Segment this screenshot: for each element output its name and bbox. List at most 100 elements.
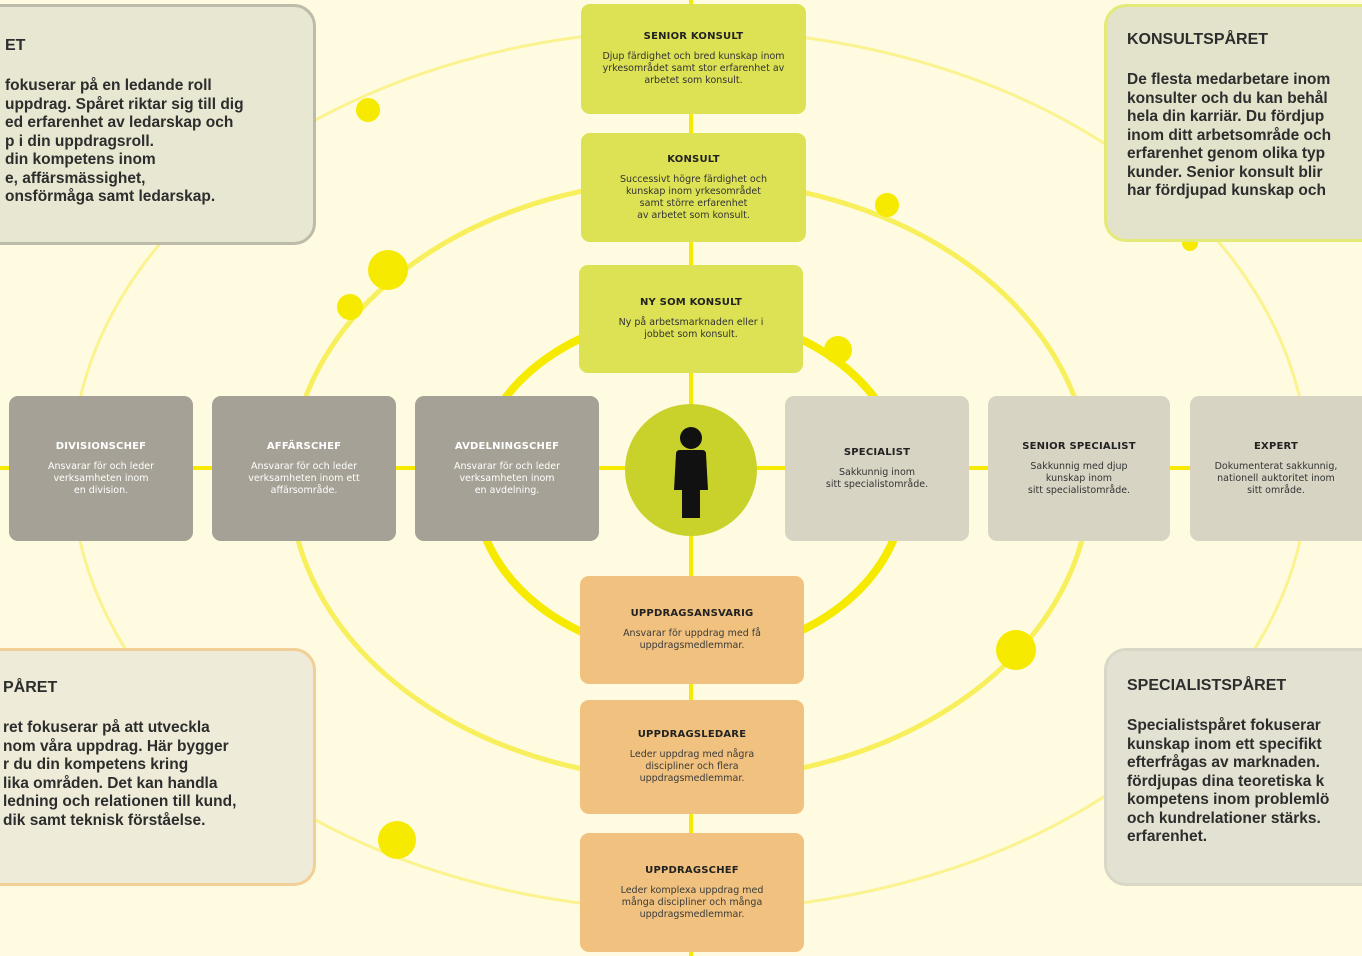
node-affarschef: AFFÄRSCHEF Ansvarar för och leder verksa… bbox=[212, 396, 396, 541]
info-box-line: lika områden. Det kan handla bbox=[3, 774, 218, 792]
node-title: UPPDRAGSLEDARE bbox=[637, 729, 747, 740]
info-box-specialist-track: SPECIALISTSPÅRET Specialistspåret fokuse… bbox=[1104, 648, 1362, 886]
info-box-line: kunder. Senior konsult blir bbox=[1127, 163, 1323, 181]
info-box-line: ledning och relationen till kund, bbox=[3, 793, 237, 810]
info-box-line: din kompetens inom bbox=[5, 151, 156, 168]
node-line: Ansvarar för och leder bbox=[454, 460, 560, 472]
info-box-assignment-track: PÅRET ret fokuserar på att utveckla nom … bbox=[0, 648, 316, 886]
node-line: en division. bbox=[73, 484, 129, 496]
info-box-line: inom ditt arbetsområde och bbox=[1127, 126, 1332, 144]
info-box-line: ret fokuserar på att utveckla bbox=[3, 719, 210, 736]
info-box-title: SPECIALISTSPÅRET bbox=[1127, 677, 1287, 694]
node-line: sitt specialistområde. bbox=[1027, 484, 1131, 496]
node-avdelningschef: AVDELNINGSCHEF Ansvarar för och leder ve… bbox=[415, 396, 599, 541]
node-uppdragsledare: UPPDRAGSLEDARE Leder uppdrag med några d… bbox=[580, 700, 804, 814]
node-line: Leder uppdrag med några bbox=[629, 749, 755, 760]
node-title: EXPERT bbox=[1254, 440, 1298, 452]
info-box-line: och kundrelationer stärks. bbox=[1127, 809, 1321, 827]
person-icon bbox=[674, 427, 708, 518]
node-line: Leder komplexa uppdrag med bbox=[620, 884, 764, 896]
node-konsult: KONSULT Successivt högre färdighet och k… bbox=[581, 133, 806, 242]
node-title: UPPDRAGSCHEF bbox=[645, 864, 739, 876]
orbit-dot bbox=[996, 630, 1036, 670]
info-box-line: efterfrågas av marknaden. bbox=[1127, 754, 1320, 771]
info-box-line: p i din uppdragsroll. bbox=[5, 132, 154, 150]
node-uppdragschef: UPPDRAGSCHEF Leder komplexa uppdrag med … bbox=[580, 833, 804, 952]
node-title: KONSULT bbox=[667, 153, 720, 165]
node-title: UPPDRAGSANSVARIG bbox=[630, 608, 754, 619]
orbit-dot bbox=[337, 294, 363, 320]
info-box-line: dik samt teknisk förståelse. bbox=[3, 811, 206, 829]
node-title: SENIOR KONSULT bbox=[643, 31, 744, 42]
info-box-line: fördjupas dina teoretiska k bbox=[1127, 772, 1325, 790]
info-box-consultant-track: KONSULTSPÅRET De flesta medarbetare inom… bbox=[1104, 4, 1362, 242]
orbit-dot bbox=[875, 193, 899, 217]
node-line: sitt område. bbox=[1247, 484, 1305, 496]
node-line: Successivt högre färdighet och bbox=[620, 173, 767, 185]
info-box-title: KONSULTSPÅRET bbox=[1127, 31, 1269, 48]
node-title: DIVISIONSCHEF bbox=[55, 440, 147, 452]
node-title: AFFÄRSCHEF bbox=[266, 440, 342, 452]
info-box-line: De flesta medarbetare inom bbox=[1127, 71, 1331, 88]
node-line: samt större erfarenhet bbox=[639, 197, 748, 209]
node-senior-specialist: SENIOR SPECIALIST Sakkunnig med djup kun… bbox=[988, 396, 1170, 541]
info-box-line: uppdrag. Spåret riktar sig till dig bbox=[5, 95, 244, 113]
node-title: AVDELNINGSCHEF bbox=[454, 440, 560, 452]
info-box-management-track: ET fokuserar på en ledande roll uppdrag.… bbox=[0, 4, 316, 245]
info-box-line: kompetens inom problemlö bbox=[1127, 791, 1330, 808]
orbit-dot bbox=[356, 98, 380, 122]
info-box-line: kunskap inom ett specifikt bbox=[1127, 735, 1322, 753]
node-senior-konsult: SENIOR KONSULT Djup färdighet och bred k… bbox=[581, 4, 806, 114]
node-divisionschef: DIVISIONSCHEF Ansvarar för och leder ver… bbox=[9, 396, 193, 541]
node-line: verksamheten inom bbox=[459, 472, 555, 484]
info-box-line: har fördjupad kunskap och bbox=[1127, 182, 1326, 199]
node-line: uppdragsmedlemmar. bbox=[639, 640, 745, 651]
node-line: många discipliner och många bbox=[621, 896, 763, 908]
orbit-dot bbox=[824, 336, 852, 364]
node-line: Ansvarar för uppdrag med få bbox=[623, 628, 761, 639]
info-box-line: e, affärsmässighet, bbox=[5, 169, 146, 187]
node-line: affärsområde. bbox=[270, 484, 338, 496]
node-title: SPECIALIST bbox=[843, 446, 911, 458]
node-line: yrkesområdet samt stor erfarenhet av bbox=[602, 63, 785, 74]
node-line: en avdelning. bbox=[474, 484, 540, 496]
node-title: SENIOR SPECIALIST bbox=[1022, 440, 1136, 452]
info-box-line: Specialistspåret fokuserar bbox=[1127, 717, 1321, 734]
node-line: verksamheten inom ett bbox=[248, 472, 360, 484]
node-uppdragsansvarig: UPPDRAGSANSVARIG Ansvarar för uppdrag me… bbox=[580, 576, 804, 684]
info-box-title: PÅRET bbox=[3, 679, 58, 696]
node-line: sitt specialistområde. bbox=[825, 478, 929, 490]
node-line: Ny på arbetsmarknaden eller i bbox=[618, 317, 764, 328]
node-title: NY SOM KONSULT bbox=[639, 297, 743, 308]
center-person-circle bbox=[625, 404, 757, 536]
node-line: uppdragsmedlemmar. bbox=[639, 773, 745, 784]
node-line: Djup färdighet och bred kunskap inom bbox=[602, 51, 785, 62]
orbit-dot bbox=[368, 250, 408, 290]
node-line: Dokumenterat sakkunnig, bbox=[1214, 460, 1338, 472]
info-box-line: ed erfarenhet av ledarskap och bbox=[5, 114, 234, 131]
info-box-line: hela din karriär. Du fördjup bbox=[1127, 108, 1325, 125]
info-box-line: r du din kompetens kring bbox=[3, 756, 189, 773]
node-expert: EXPERT Dokumenterat sakkunnig, nationell… bbox=[1190, 396, 1362, 541]
info-box-line: fokuserar på en ledande roll bbox=[5, 77, 212, 94]
node-line: Sakkunnig inom bbox=[838, 466, 916, 478]
node-line: kunskap inom bbox=[1045, 472, 1113, 484]
info-box-line: erfarenhet genom olika typ bbox=[1127, 145, 1326, 162]
info-box-line: onsförmåga samt ledarskap. bbox=[5, 188, 216, 205]
node-line: kunskap inom yrkesområdet bbox=[625, 185, 762, 197]
node-line: discipliner och flera bbox=[645, 761, 739, 772]
node-line: av arbetet som konsult. bbox=[637, 209, 750, 221]
node-line: uppdragsmedlemmar. bbox=[639, 908, 745, 920]
info-box-line: nom våra uppdrag. Här bygger bbox=[3, 737, 229, 755]
node-line: Ansvarar för och leder bbox=[250, 460, 357, 472]
node-ny-som-konsult: NY SOM KONSULT Ny på arbetsmarknaden ell… bbox=[579, 265, 803, 373]
node-line: Ansvarar för och leder bbox=[48, 460, 154, 472]
info-box-line: erfarenhet. bbox=[1127, 828, 1208, 845]
node-line: verksamheten inom bbox=[53, 472, 149, 484]
info-box-line: konsulter och du kan behål bbox=[1127, 89, 1328, 107]
info-box-title: ET bbox=[5, 37, 26, 54]
node-line: jobbet som konsult. bbox=[644, 329, 738, 340]
node-specialist: SPECIALIST Sakkunnig inom sitt specialis… bbox=[785, 396, 969, 541]
orbit-dot bbox=[378, 821, 416, 859]
node-line: nationell auktoritet inom bbox=[1217, 472, 1335, 484]
